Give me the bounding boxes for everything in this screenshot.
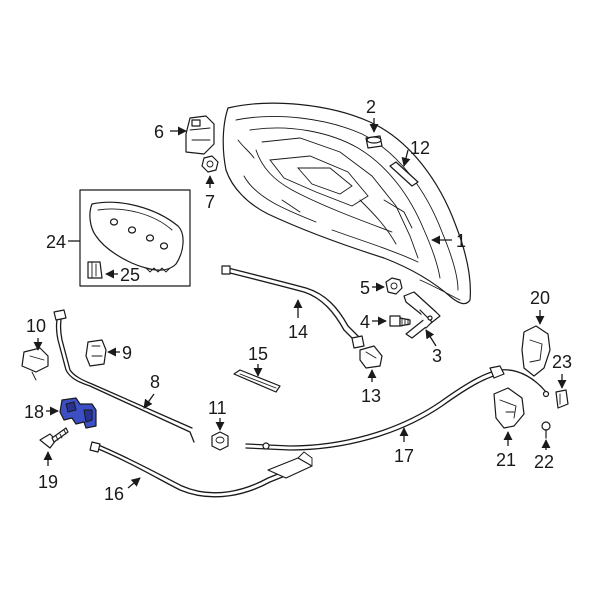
callout-11: 11 [208, 398, 227, 431]
part-17-release-cable [245, 365, 550, 451]
callout-21: 21 [496, 431, 516, 470]
svg-text:25: 25 [120, 265, 140, 285]
part-20-handle [521, 325, 551, 377]
callout-17: 17 [394, 427, 414, 466]
callout-24: 24 [46, 232, 80, 252]
svg-text:19: 19 [38, 472, 58, 492]
callout-15: 15 [248, 344, 268, 377]
part-3-hinge [403, 291, 441, 339]
part-18-latch-highlighted[interactable] [59, 397, 97, 429]
svg-text:6: 6 [154, 122, 164, 142]
part-5-nut [385, 277, 403, 295]
part-25-clip [87, 261, 103, 279]
part-11-grommet [211, 431, 229, 451]
part-14-prop-rod [221, 265, 365, 349]
part-8-release-rod [53, 309, 195, 443]
callout-20: 20 [530, 288, 550, 325]
callout-14: 14 [288, 299, 308, 342]
part-19-bolt [39, 427, 69, 449]
part-9-clip [85, 339, 107, 367]
svg-text:24: 24 [46, 232, 66, 252]
svg-text:10: 10 [26, 316, 46, 336]
part-6-bracket [185, 115, 215, 155]
part-13-holder [359, 345, 383, 369]
svg-text:15: 15 [248, 344, 268, 364]
callout-3: 3 [425, 329, 442, 366]
part-2-bumper [365, 135, 383, 149]
part-21-bracket [493, 387, 525, 429]
part-1-hood [222, 102, 471, 305]
callout-23: 23 [552, 352, 572, 389]
callout-18: 18 [24, 402, 59, 422]
svg-text:20: 20 [530, 288, 550, 308]
svg-text:17: 17 [394, 446, 414, 466]
callout-13: 13 [361, 369, 381, 406]
callout-10: 10 [26, 316, 46, 351]
part-16-cable [89, 441, 313, 498]
callout-22: 22 [534, 439, 554, 472]
svg-text:9: 9 [122, 343, 132, 363]
part-24-insulator-box [79, 189, 191, 287]
svg-text:3: 3 [432, 346, 442, 366]
part-4-bolt [389, 315, 411, 327]
svg-text:18: 18 [24, 402, 44, 422]
svg-text:14: 14 [288, 322, 308, 342]
part-10-latch [21, 347, 49, 381]
callout-12: 12 [401, 138, 430, 167]
callout-8: 8 [143, 372, 160, 409]
svg-text:4: 4 [360, 312, 370, 332]
svg-text:11: 11 [208, 398, 227, 418]
callout-9: 9 [107, 343, 132, 363]
callout-2: 2 [366, 97, 379, 133]
svg-text:8: 8 [150, 372, 160, 392]
callout-4: 4 [360, 312, 387, 332]
part-12-seal [389, 161, 419, 187]
svg-text:22: 22 [534, 452, 554, 472]
svg-text:5: 5 [360, 278, 370, 298]
callout-5: 5 [360, 278, 385, 298]
callout-16: 16 [104, 477, 141, 504]
svg-text:7: 7 [205, 192, 215, 212]
callout-1: 1 [431, 231, 466, 251]
part-23-clip [555, 389, 569, 409]
callout-25: 25 [105, 265, 140, 285]
part-7-grommet [201, 155, 219, 173]
callout-7: 7 [205, 175, 215, 212]
svg-text:16: 16 [104, 484, 124, 504]
svg-text:12: 12 [410, 138, 430, 158]
part-22-screw [541, 421, 551, 439]
callout-6: 6 [154, 122, 187, 142]
svg-text:21: 21 [496, 450, 516, 470]
svg-text:13: 13 [361, 386, 381, 406]
svg-text:1: 1 [456, 231, 466, 251]
svg-text:23: 23 [552, 352, 572, 372]
callout-19: 19 [38, 451, 58, 492]
svg-text:2: 2 [366, 97, 376, 117]
part-15-seal [233, 369, 281, 393]
